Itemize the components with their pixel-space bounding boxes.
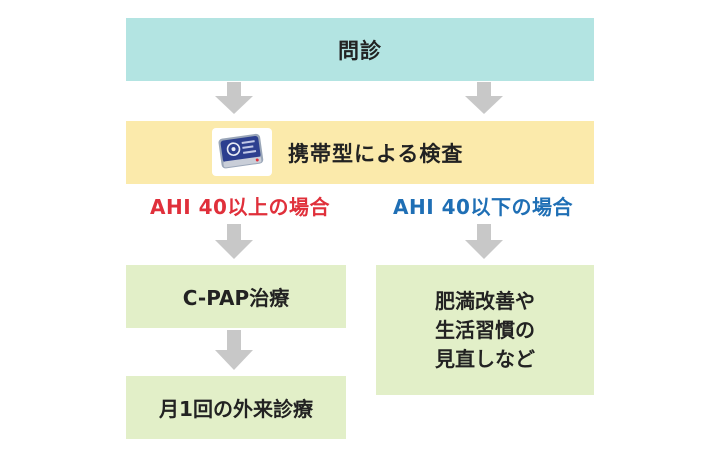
arrow-cpap-to-monthly: [215, 330, 253, 370]
interview-box: 問診: [126, 18, 594, 81]
portable-exam-label: 携帯型による検査: [288, 141, 464, 166]
interview-label: 問診: [338, 38, 382, 63]
lifestyle-line-2: 生活習慣の: [435, 317, 535, 342]
monthly-visit-label: 月1回の外来診療: [159, 397, 313, 421]
monthly-visit-box: 月1回の外来診療: [126, 376, 346, 439]
cpap-treatment-label: C-PAP治療: [182, 286, 290, 310]
condition-ahi-high: AHI 40以上の場合: [150, 194, 330, 219]
arrow-interview-to-exam-right: [465, 82, 503, 114]
arrow-high-to-cpap: [215, 224, 253, 259]
cpap-treatment-box: C-PAP治療: [126, 265, 346, 328]
condition-ahi-low: AHI 40以下の場合: [393, 194, 573, 219]
arrow-low-to-lifestyle: [465, 224, 503, 259]
lifestyle-review-box: 肥満改善や 生活習慣の 見直しなど: [376, 265, 594, 395]
lifestyle-line-1: 肥満改善や: [435, 288, 535, 313]
arrow-interview-to-exam-left: [215, 82, 253, 114]
portable-exam-box: [126, 121, 594, 184]
lifestyle-line-3: 見直しなど: [435, 346, 535, 371]
portable-sleep-monitor-icon: [212, 128, 272, 176]
